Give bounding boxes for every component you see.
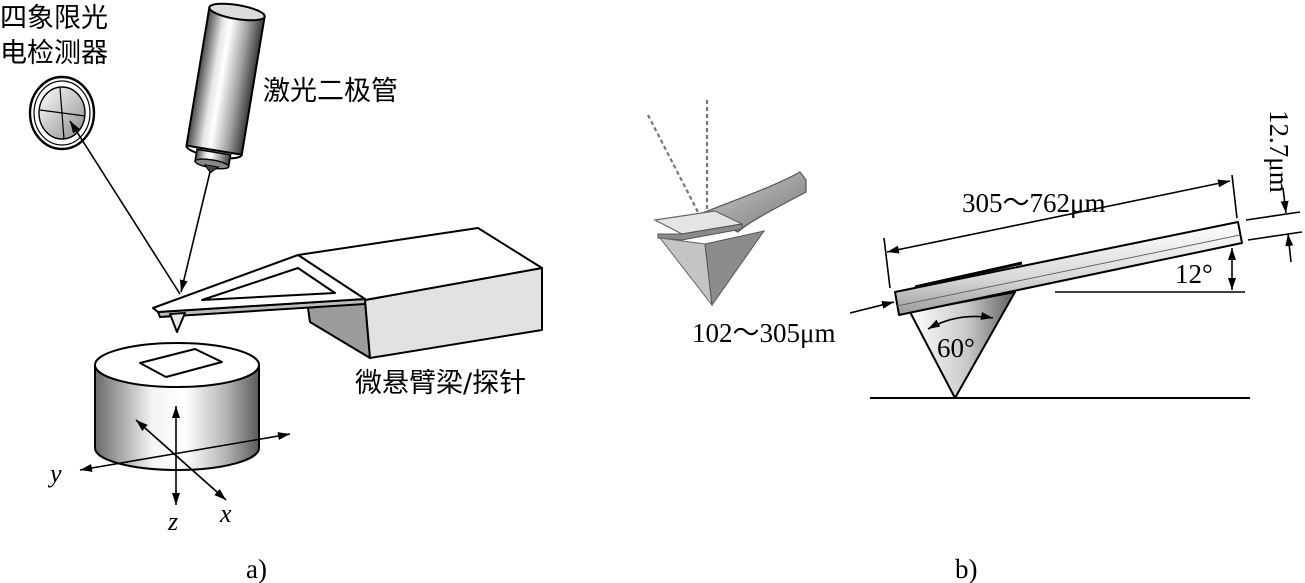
incident-beam-dashed (647, 114, 701, 217)
thickness-arrow-top (1280, 187, 1289, 214)
panel-b: 102～305μm 305～762μm 12° (647, 100, 1303, 583)
probe-tip (169, 312, 186, 333)
tip-angle: 60° (927, 312, 994, 363)
thickness-dimension: 12.7μm (1245, 110, 1303, 263)
panel-a-caption: a) (246, 554, 267, 583)
detector-label-line2: 电检测器 (0, 38, 108, 69)
tilt-angle: 12° (1175, 248, 1236, 290)
length-dimension: 305～762μm (883, 174, 1238, 289)
reflective-coating (914, 261, 1023, 289)
tilt-angle-label: 12° (1175, 259, 1213, 289)
cantilever-3d-sketch (647, 100, 807, 307)
length-extension-left (883, 237, 891, 289)
x-axis-label: x (219, 499, 232, 528)
cantilever (152, 254, 366, 318)
pyramid-left-face (658, 237, 713, 307)
cantilever-side-view (870, 221, 1250, 399)
incident-laser-beam (179, 171, 211, 293)
length-extension-right (1231, 174, 1238, 219)
width-pointer-arrow (849, 301, 895, 314)
thickness-arrow-bottom (1285, 233, 1294, 263)
cantilever-chip (297, 227, 543, 359)
tip-angle-label: 60° (937, 333, 975, 363)
detector-label-line1: 四象限光 (0, 3, 108, 34)
cantilever-plate-edge (657, 223, 743, 241)
thickness-extension-bottom (1247, 231, 1303, 241)
laser-diode (185, 2, 266, 174)
x-axis (135, 419, 227, 501)
panel-a: 四象限光 电检测器 激光二极管 (0, 2, 543, 583)
sample (139, 348, 223, 378)
laser-label: 激光二极管 (263, 76, 398, 107)
thickness-extension-top (1245, 211, 1301, 221)
sample-stage (94, 342, 260, 471)
width-label: 102～305μm (692, 318, 835, 348)
length-label: 305～762μm (962, 188, 1105, 218)
panel-b-caption: b) (955, 554, 978, 583)
xyz-axes: y z x (47, 406, 291, 536)
quadrant-photodetector (28, 75, 96, 151)
z-axis-label: z (167, 507, 178, 536)
thickness-label: 12.7μm (1264, 110, 1294, 193)
pyramid-right-face (704, 230, 766, 307)
y-axis-label: y (47, 459, 62, 488)
tip-angle-arc (927, 312, 994, 330)
cantilever-label: 微悬臂梁/探针 (355, 368, 526, 399)
length-dimension-arrow (886, 179, 1231, 254)
reflected-laser-beam (69, 120, 181, 295)
